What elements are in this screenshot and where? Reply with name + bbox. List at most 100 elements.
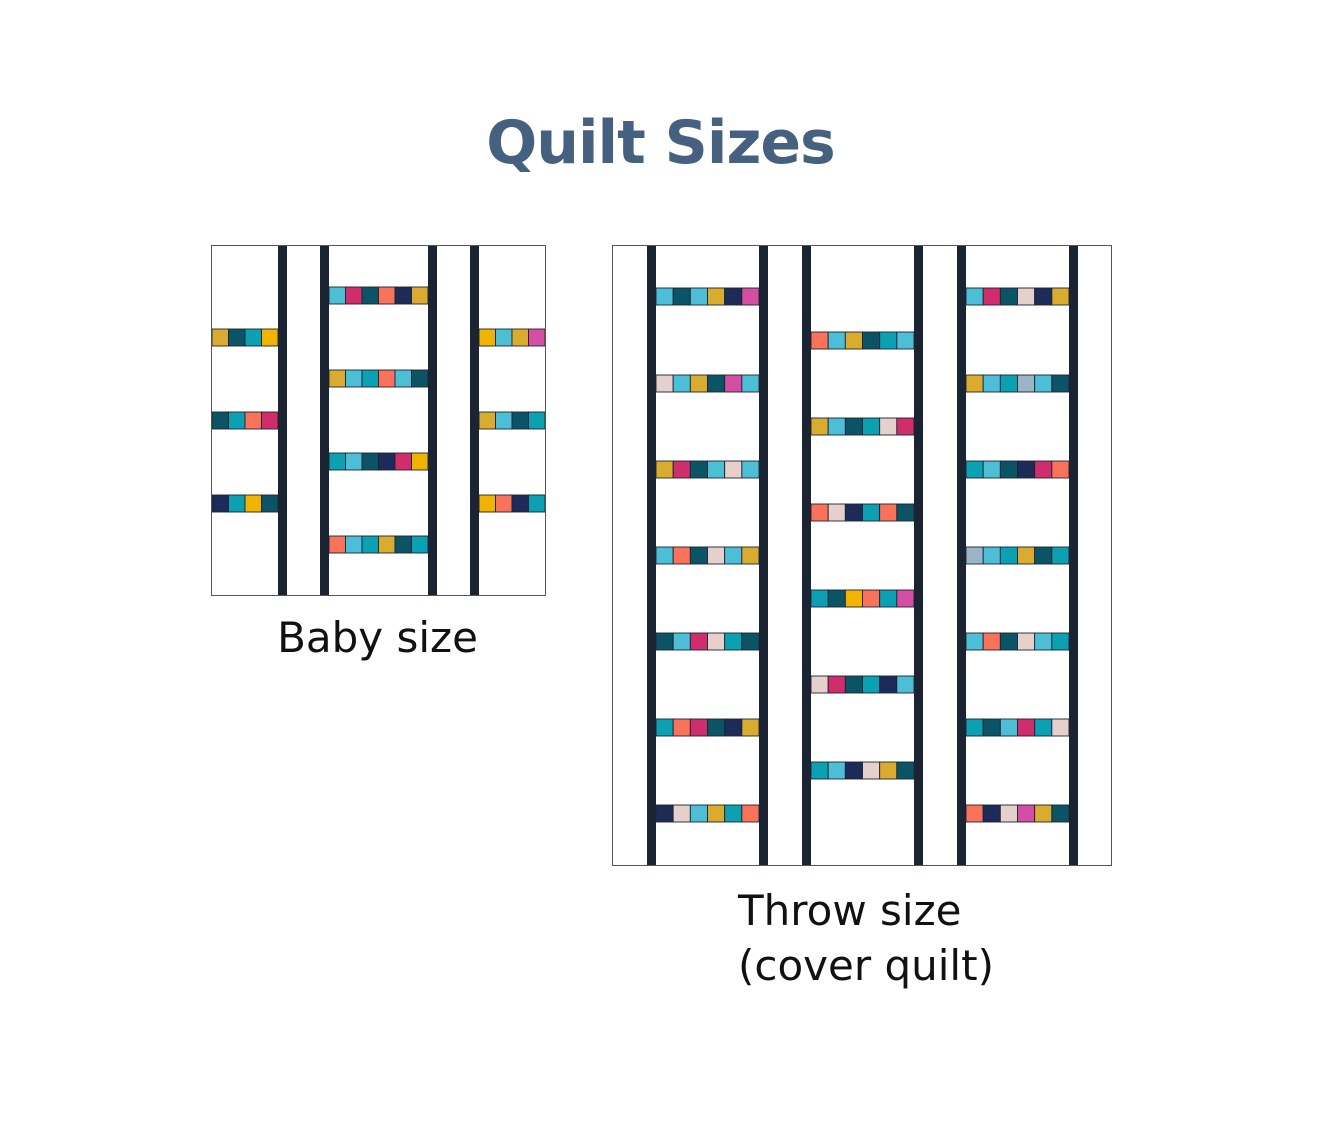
rung-square [724,374,743,393]
rung-square [999,804,1018,823]
rung-square [1034,460,1053,479]
ladder-rail [802,246,811,865]
rung-square [999,546,1018,565]
throw-quilt-diagram [647,246,1078,865]
rung-square [965,546,984,565]
baby-quilt [211,245,546,596]
rung-square [495,411,513,430]
rung-square [345,286,363,305]
rung-square [244,411,262,430]
rung-square [1017,374,1036,393]
rung-square [707,632,726,651]
ladder-rail [470,246,479,595]
rung-square [982,718,1001,737]
rung-square [261,328,279,347]
rung-square [361,369,379,388]
rung-square [1051,287,1070,306]
rung-square [244,328,262,347]
rung-square [655,374,674,393]
rung-square [1017,804,1036,823]
rung-square [1034,804,1053,823]
rung-square [1017,546,1036,565]
rung-square [862,589,881,608]
rung-square [724,718,743,737]
rung-square [844,761,863,780]
rung-square [328,535,346,554]
rung-square [965,374,984,393]
rung-square [827,675,846,694]
rung-square [328,452,346,471]
rung-square [672,546,691,565]
rung-square [965,460,984,479]
rung-square [495,494,513,513]
rung-square [707,718,726,737]
ladder-rail [320,246,329,595]
rung-square [810,417,829,436]
rung-square [378,286,396,305]
rung-square [411,452,429,471]
rung-square [511,328,529,347]
rung-square [394,286,412,305]
rung-square [345,452,363,471]
rung-square [999,460,1018,479]
rung-square [724,804,743,823]
rung-square [707,374,726,393]
ladder-rail [428,246,437,595]
rung-square [345,535,363,554]
rung-square [528,328,545,347]
rung-square [965,718,984,737]
rung-square [528,411,545,430]
rung-square [810,675,829,694]
rung-square [478,328,496,347]
rung-square [361,535,379,554]
rung-square [896,331,915,350]
rung-square [810,761,829,780]
rung-square [689,804,708,823]
rung-square [724,460,743,479]
rung-square [655,287,674,306]
rung-square [879,675,898,694]
rung-square [495,328,513,347]
rung-square [844,503,863,522]
rung-square [378,369,396,388]
ladder-rail [647,246,656,865]
rung-square [478,411,496,430]
rung-square [844,589,863,608]
rung-square [982,804,1001,823]
rung-square [655,804,674,823]
rung-square [879,331,898,350]
rung-square [1051,374,1070,393]
rung-square [511,494,529,513]
rung-square [328,286,346,305]
rung-square [982,460,1001,479]
rung-square [827,417,846,436]
rung-square [724,632,743,651]
rung-square [212,494,229,513]
rung-square [1051,718,1070,737]
rung-square [862,331,881,350]
rung-square [999,374,1018,393]
rung-square [411,535,429,554]
rung-square [1034,287,1053,306]
rung-square [844,331,863,350]
rung-square [1034,632,1053,651]
rung-square [707,546,726,565]
rung-square [827,589,846,608]
rung-square [982,546,1001,565]
rung-square [212,328,229,347]
rung-square [1034,374,1053,393]
rung-square [879,503,898,522]
rung-square [741,287,760,306]
rung-square [1017,460,1036,479]
rung-square [672,374,691,393]
page-title: Quilt Sizes [486,108,836,178]
rung-square [672,632,691,651]
rung-square [394,452,412,471]
rung-square [810,503,829,522]
rung-square [1051,546,1070,565]
rung-square [862,417,881,436]
rung-square [261,411,279,430]
rung-square [689,546,708,565]
throw-size-label-line-1: Throw size [738,886,962,935]
rung-square [999,632,1018,651]
